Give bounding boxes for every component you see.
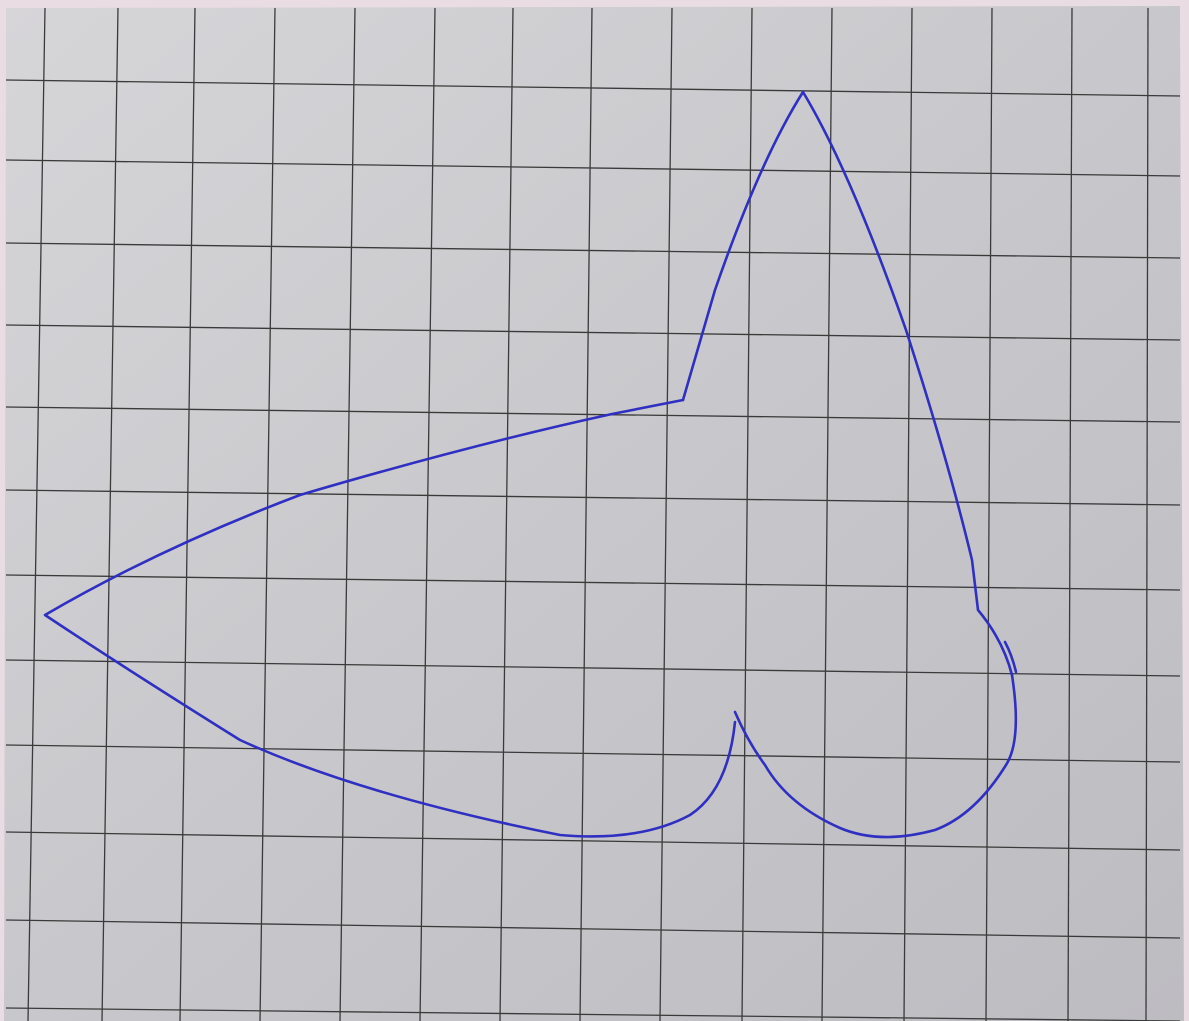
ink-top-spike [681,90,1014,677]
grid-lines [5,7,1181,1021]
paper-sheet [4,6,1184,1021]
ink-tip-notch [1003,640,1018,674]
ink-left-wing [43,398,737,838]
ink-right-lobe [733,673,1018,839]
ink-outline [43,90,1018,839]
